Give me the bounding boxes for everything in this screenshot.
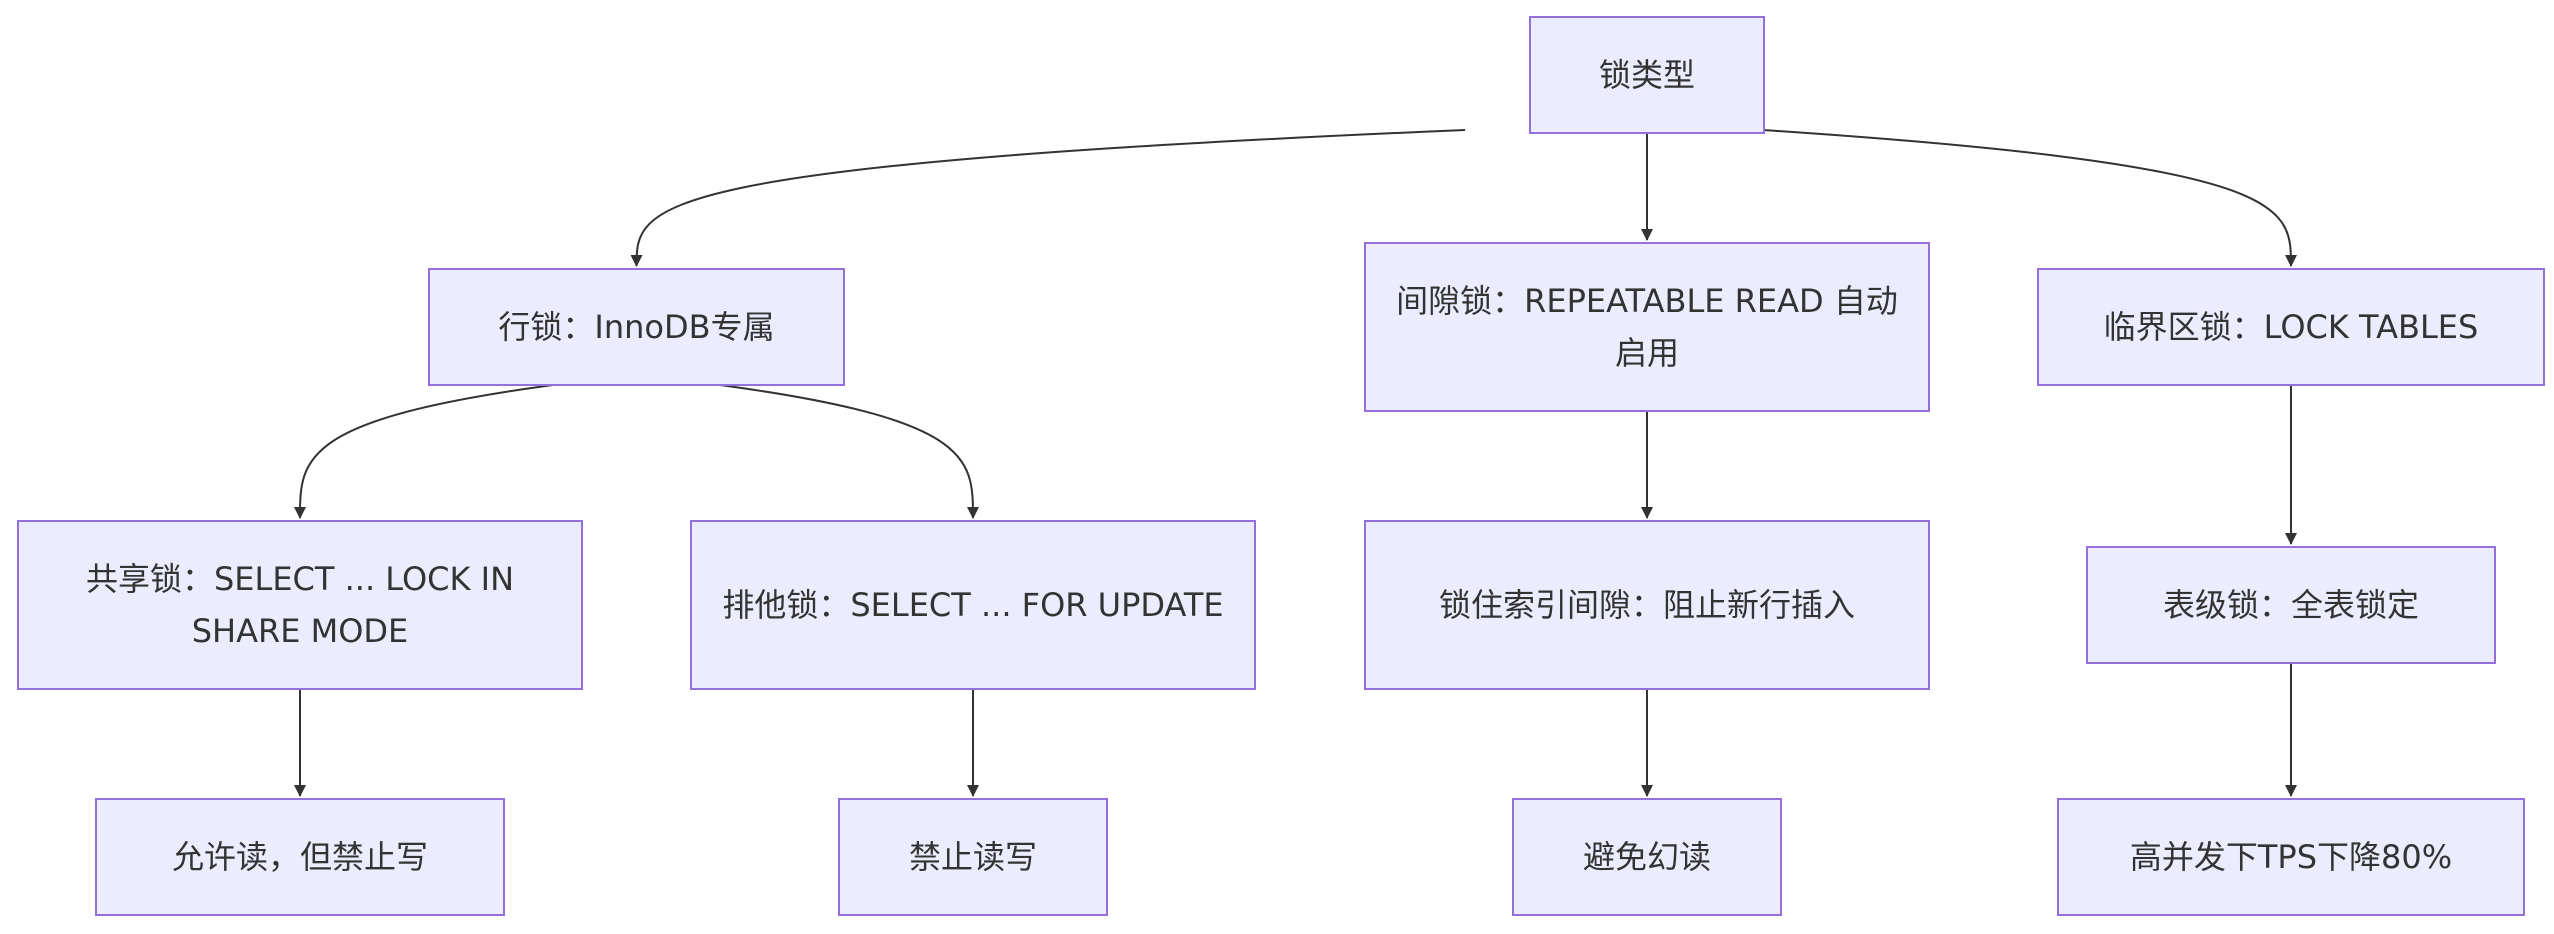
node-table-result: 高并发下TPS下降80% xyxy=(2057,798,2525,916)
edge-root-to-critical-lock xyxy=(1762,129,2297,267)
node-shared-effect: 允许读，但禁止写 xyxy=(95,798,505,916)
node-gap-result: 避免幻读 xyxy=(1512,798,1782,916)
node-shared-lock-label: 共享锁：SELECT ... LOCK IN SHARE MODE xyxy=(85,560,515,650)
edge-row-lock-to-shared-lock xyxy=(294,381,577,519)
node-gap-effect-label: 锁住索引间隙：阻止新行插入 xyxy=(1438,586,1855,624)
node-exclusive-lock: 排他锁：SELECT ... FOR UPDATE xyxy=(690,520,1256,690)
edge-root-to-row-lock xyxy=(630,129,1466,267)
node-table-lock-label: 表级锁：全表锁定 xyxy=(2162,586,2419,624)
node-table-lock: 表级锁：全表锁定 xyxy=(2086,546,2496,664)
node-critical-lock-label: 临界区锁：LOCK TABLES xyxy=(2103,308,2479,346)
node-root: 锁类型 xyxy=(1529,16,1765,134)
node-exclusive-effect-label: 禁止读写 xyxy=(908,838,1037,876)
node-exclusive-lock-label: 排他锁：SELECT ... FOR UPDATE xyxy=(722,586,1224,624)
node-row-lock: 行锁：InnoDB专属 xyxy=(428,268,845,386)
node-gap-lock: 间隙锁：REPEATABLE READ 自动启用 xyxy=(1364,242,1930,412)
node-row-lock-label: 行锁：InnoDB专属 xyxy=(498,308,775,346)
node-gap-result-label: 避免幻读 xyxy=(1582,838,1711,876)
edge-row-lock-to-exclusive-lock xyxy=(696,381,979,519)
node-root-label: 锁类型 xyxy=(1598,56,1695,94)
node-exclusive-effect: 禁止读写 xyxy=(838,798,1108,916)
node-gap-lock-label: 间隙锁：REPEATABLE READ 自动启用 xyxy=(1396,282,1898,372)
node-critical-lock: 临界区锁：LOCK TABLES xyxy=(2037,268,2545,386)
node-gap-effect: 锁住索引间隙：阻止新行插入 xyxy=(1364,520,1930,690)
node-table-result-label: 高并发下TPS下降80% xyxy=(2129,838,2453,876)
node-shared-lock: 共享锁：SELECT ... LOCK IN SHARE MODE xyxy=(17,520,583,690)
node-shared-effect-label: 允许读，但禁止写 xyxy=(171,838,428,876)
